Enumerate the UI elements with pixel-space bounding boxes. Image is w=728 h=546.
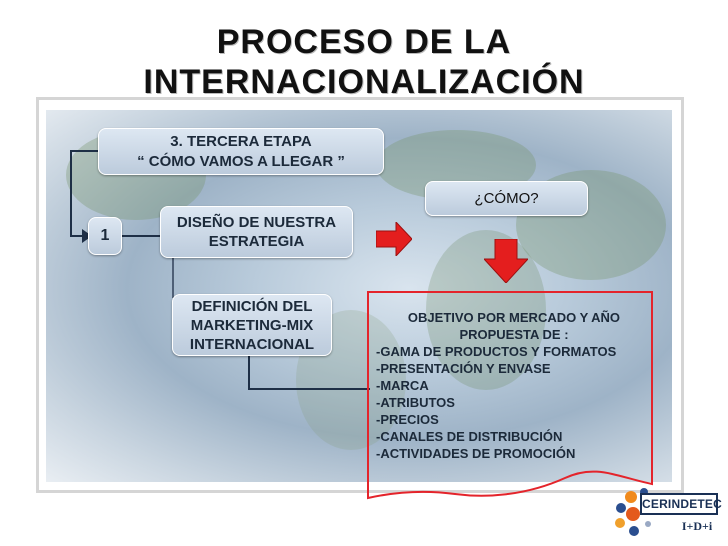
how-box: ¿CÓMO? [425,181,588,216]
connector-left-vertical [70,150,72,236]
title-line-2: INTERNACIONALIZACIÓN [143,63,585,101]
objective-item: -PRESENTACIÓN Y ENVASE [376,361,551,376]
objective-outline [367,291,653,500]
stage-box: 3. TERCERA ETAPA “ CÓMO VAMOS A LLEGAR ” [98,128,384,175]
how-label: ¿CÓMO? [474,190,539,207]
logo-subtitle: I+D+i [681,519,713,533]
marketing-line-3: INTERNACIONAL [189,336,315,353]
marketing-line-1: DEFINICIÓN DEL [191,298,313,315]
arrow-head-icon [82,229,92,243]
connector-marketing-horizontal [248,388,370,390]
stage-line-2: “ CÓMO VAMOS A LLEGAR ” [137,153,345,170]
objective-item: -CANALES DE DISTRIBUCIÓN [376,429,563,444]
stage-line-1: 3. TERCERA ETAPA [170,133,312,150]
objective-item: -MARCA [376,378,429,393]
connector-top-horizontal [70,150,100,152]
marketing-mix-box: DEFINICIÓN DEL MARKETING-MIX INTERNACION… [172,294,332,356]
design-line-1: DISEÑO DE NUESTRA [176,214,337,231]
logo-wordmark: CERINDETEC [640,493,722,515]
objective-text: OBJETIVO POR MERCADO Y AÑO PROPUESTA DE … [376,309,652,462]
objective-item: -ACTIVIDADES DE PROMOCIÓN [376,446,576,461]
red-arrow-down-icon [484,239,528,283]
objective-heading-2: PROPUESTA DE : [459,327,569,342]
step-number-badge: 1 [88,217,122,255]
step-number: 1 [100,227,110,244]
connector-design-to-marketing [172,258,174,298]
objective-item: -ATRIBUTOS [376,395,455,410]
connector-to-step [70,235,88,237]
objective-item: -GAMA DE PRODUCTOS Y FORMATOS [376,344,617,359]
red-arrow-right-icon [376,222,412,256]
connector-marketing-vertical [248,350,250,390]
slide-title: PROCESO DE LA INTERNACIONALIZACIÓN [0,22,728,102]
marketing-line-2: MARKETING-MIX [190,317,314,334]
design-line-2: ESTRATEGIA [208,233,305,250]
design-strategy-box: DISEÑO DE NUESTRA ESTRATEGIA [160,206,353,258]
title-line-1: PROCESO DE LA [216,23,512,61]
objective-item: -PRECIOS [376,412,439,427]
objective-heading-1: OBJETIVO POR MERCADO Y AÑO [407,310,621,325]
connector-step-to-design [122,235,160,237]
